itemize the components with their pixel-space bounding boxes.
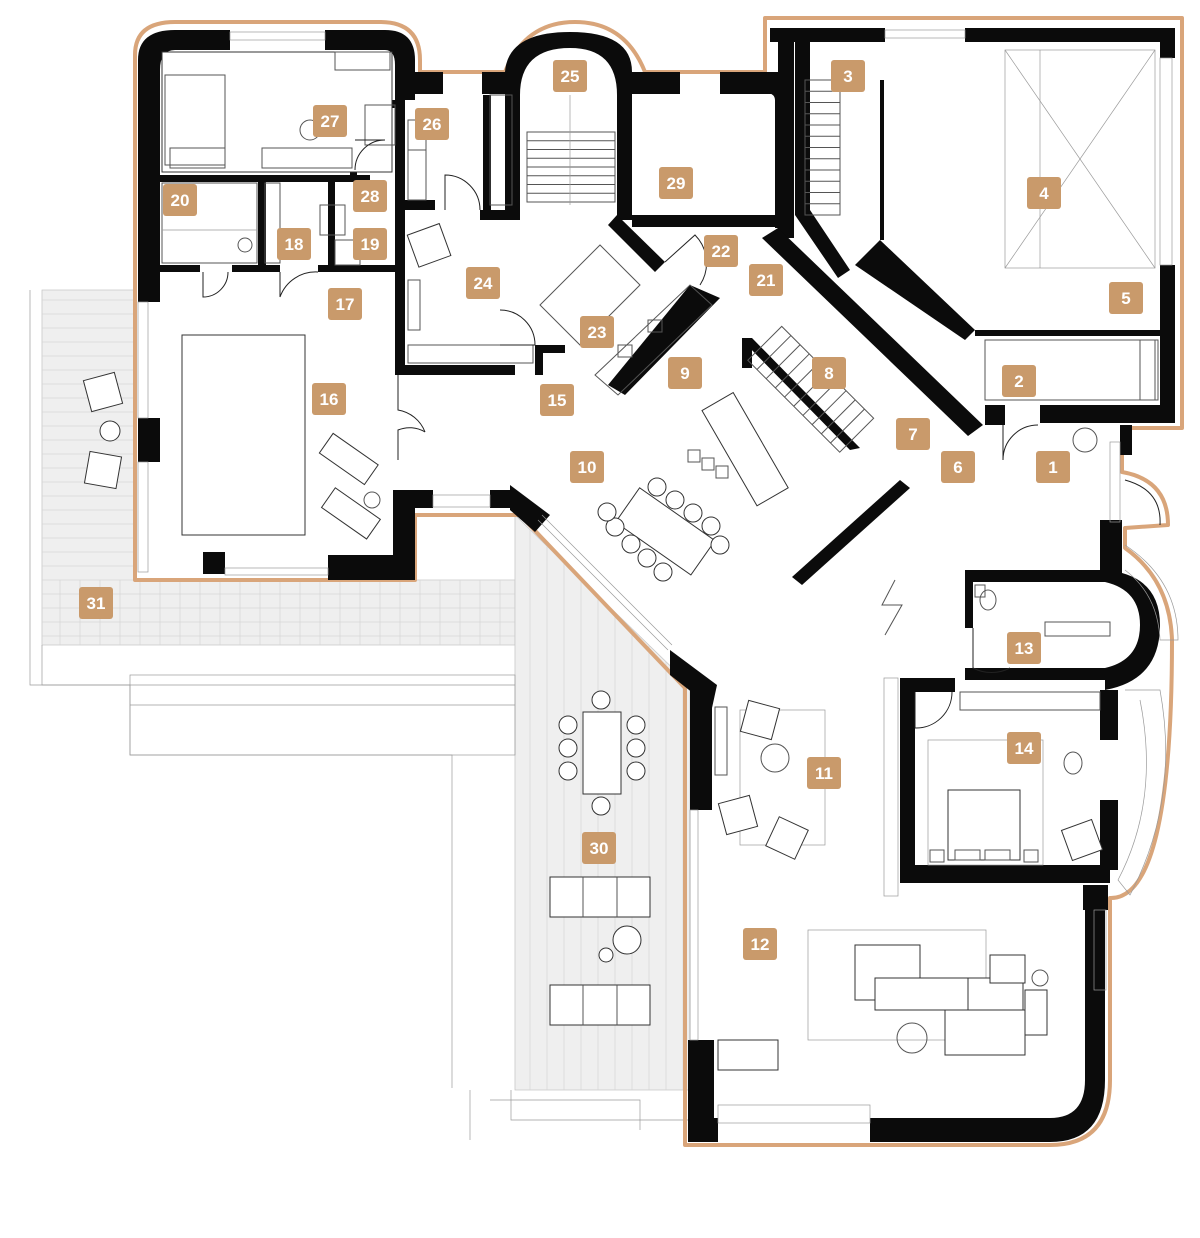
interior-walls <box>160 30 1160 883</box>
dining-chair <box>683 503 703 523</box>
room-number: 5 <box>1121 289 1130 308</box>
room-badge-1: 1 <box>1036 451 1070 483</box>
room-number: 29 <box>667 174 686 193</box>
room-number: 14 <box>1015 739 1034 758</box>
room-badge-3: 3 <box>831 60 865 92</box>
room-number: 30 <box>590 839 609 858</box>
room-badge-2: 2 <box>1002 365 1036 397</box>
terrace-chair <box>626 738 646 758</box>
terrace-steps <box>29 290 690 1140</box>
room-badge-20: 20 <box>163 184 197 216</box>
room-number: 3 <box>843 67 852 86</box>
room-number: 1 <box>1048 458 1057 477</box>
room-number: 23 <box>588 323 607 342</box>
terrace-chair <box>626 715 646 735</box>
room-badge-31: 31 <box>79 587 113 619</box>
room-badge-9: 9 <box>668 357 702 389</box>
building-outline <box>133 16 1184 1147</box>
dining-chair <box>647 477 667 497</box>
doors <box>202 139 1161 729</box>
dining-chair <box>665 490 685 510</box>
terrace-chair <box>558 761 578 781</box>
room-badge-8: 8 <box>812 357 846 389</box>
room-number: 17 <box>336 295 355 314</box>
room-number: 27 <box>321 112 340 131</box>
room-badge-28: 28 <box>353 180 387 212</box>
dining-chair <box>621 534 641 554</box>
room-number: 7 <box>908 425 917 444</box>
terrace-chair <box>591 690 611 710</box>
room-number: 11 <box>815 764 833 783</box>
room-badge-25: 25 <box>553 60 587 92</box>
room-badge-19: 19 <box>353 228 387 260</box>
room-badge-27: 27 <box>313 105 347 137</box>
room-number: 10 <box>578 458 597 477</box>
room-badge-21: 21 <box>749 264 783 296</box>
dining-chair <box>637 548 657 568</box>
room-badge-30: 30 <box>582 832 616 864</box>
terrace-chair <box>558 715 578 735</box>
terrace-chair <box>558 738 578 758</box>
room-number: 22 <box>712 242 731 261</box>
room-number: 31 <box>87 594 106 613</box>
room-badge-12: 12 <box>743 928 777 960</box>
room-badge-23: 23 <box>580 316 614 348</box>
room-number: 2 <box>1014 372 1023 391</box>
room-number: 28 <box>361 187 380 206</box>
dining-chair <box>605 517 625 537</box>
room-number: 26 <box>423 115 442 134</box>
room-number: 4 <box>1039 184 1049 203</box>
room-badge-15: 15 <box>540 384 574 416</box>
dining-chair <box>710 535 730 555</box>
room-badge-29: 29 <box>659 167 693 199</box>
room-badge-4: 4 <box>1027 177 1061 209</box>
room-number: 12 <box>751 935 770 954</box>
dining-chair <box>701 516 721 536</box>
dining-chair <box>597 502 617 522</box>
room-number: 21 <box>757 271 776 290</box>
room-badge-18: 18 <box>277 228 311 260</box>
room-number: 24 <box>474 274 493 293</box>
room-number: 13 <box>1015 639 1034 658</box>
room-badge-11: 11 <box>807 757 841 789</box>
room-number: 20 <box>171 191 190 210</box>
room-number: 15 <box>548 391 567 410</box>
room-badge-14: 14 <box>1007 732 1041 764</box>
exterior-walls <box>138 28 1175 1142</box>
room-number: 18 <box>285 235 304 254</box>
stair-break-symbol <box>881 579 903 636</box>
room-badge-7: 7 <box>896 418 930 450</box>
room-badge-22: 22 <box>704 235 738 267</box>
room-number: 8 <box>824 364 833 383</box>
room-badge-24: 24 <box>466 267 500 299</box>
room-number: 16 <box>320 390 339 409</box>
room-badge-13: 13 <box>1007 632 1041 664</box>
room-number: 25 <box>561 67 580 86</box>
windows <box>137 29 1179 1124</box>
room-badge-5: 5 <box>1109 282 1143 314</box>
room-badge-6: 6 <box>941 451 975 483</box>
furniture <box>82 49 1159 1071</box>
room-number: 9 <box>680 364 689 383</box>
room-badge-16: 16 <box>312 383 346 415</box>
room-number: 19 <box>361 235 380 254</box>
terrace-chair <box>626 761 646 781</box>
dining-chair <box>653 562 673 582</box>
room-badge-10: 10 <box>570 451 604 483</box>
room-badge-17: 17 <box>328 288 362 320</box>
terrace-chair <box>591 796 611 816</box>
room-number: 6 <box>953 458 962 477</box>
room-badge-26: 26 <box>415 108 449 140</box>
